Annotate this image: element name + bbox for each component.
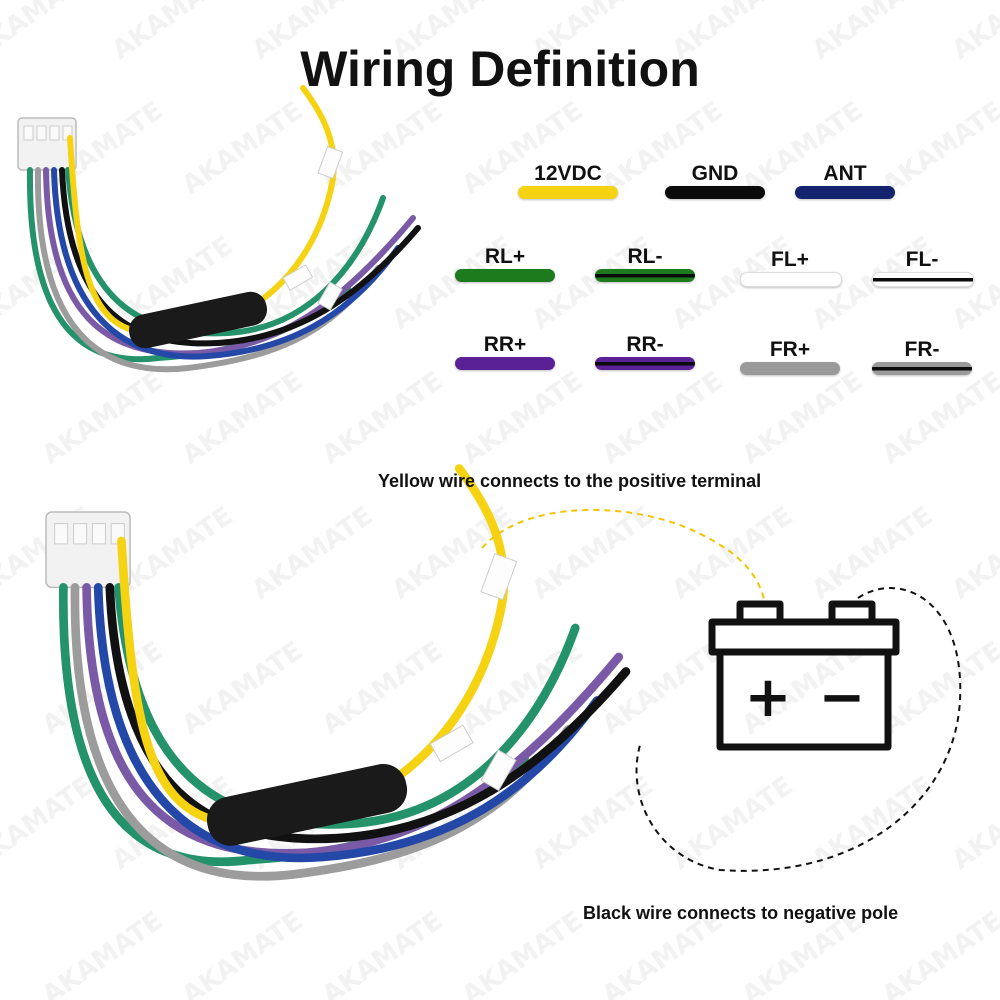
harness-bottom-wire-tag-33 [480,749,517,792]
harness-top-wire-9 [59,167,421,347]
harness-bottom-wire-24 [82,583,624,858]
legend-label-7: RR+ [483,333,527,356]
harness-top-plug-pin-3 [49,125,60,141]
harness-top-wire-10 [65,167,386,337]
harness-top-wire-tag-15 [282,264,314,291]
harness-bottom-filter-block-30 [206,764,408,846]
harness-bottom-wire-tag-31 [480,552,518,601]
legend-label-0: 12VDC [534,162,602,185]
legend-label-4: RL- [627,245,663,268]
harness-top-plug-pin-2 [36,125,47,141]
legend-label-5: FL+ [771,248,809,271]
harness-bottom-wire-27 [114,583,580,829]
harness-bottom-wire-26 [105,583,631,844]
black-wire-caption: Black wire connects to negative pole [583,903,899,923]
harness-top-wire-7 [43,167,416,357]
harness-top-wire-tag-16 [317,281,343,311]
battery-negative-symbol: − [819,665,866,730]
legend-wire-swatch-9 [740,362,840,375]
harness-top-plug-pin-1 [23,125,34,141]
legend-wire-swatch-10 [872,362,972,375]
legend-wire-swatch-6 [872,272,974,287]
legend-label-9: FR+ [769,338,811,361]
harness-bottom-plug-pin-20 [91,523,106,545]
legend-label-2: ANT [823,162,867,185]
legend-label-10: FR- [904,338,940,361]
battery-icon [708,600,900,751]
legend-label-3: RL+ [484,245,526,268]
harness-bottom-wire-tag-32 [429,724,474,763]
harness-bottom-plug-pin-18 [54,523,69,545]
legend-wire-swatch-8 [595,357,695,370]
harness-top-filter-block-13 [128,291,268,349]
legend-label-6: FL- [905,248,939,271]
legend-wire-swatch-5 [740,272,842,287]
harness-top-wire-tag-14 [317,146,344,180]
legend-label-1: GND [691,162,739,185]
legend-label-8: RR- [626,333,664,356]
yellow-dashed-connection [481,508,766,606]
harness-top-wire-8 [51,167,401,360]
legend-wire-swatch-1 [665,186,765,199]
legend-wire-swatch-3 [455,269,555,282]
legend-wire-swatch-4 [595,269,695,282]
legend-wire-swatch-7 [455,357,555,370]
page-title: Wiring Definition [300,41,700,97]
harness-bottom-plug-pin-19 [73,523,88,545]
legend-wire-swatch-0 [518,186,618,199]
legend-wire-swatch-2 [795,186,895,199]
harness-bottom-wire-25 [93,583,602,863]
black-dashed-connection [635,587,962,872]
battery-positive-symbol: + [745,665,792,730]
yellow-wire-caption: Yellow wire connects to the positive ter… [378,471,762,491]
